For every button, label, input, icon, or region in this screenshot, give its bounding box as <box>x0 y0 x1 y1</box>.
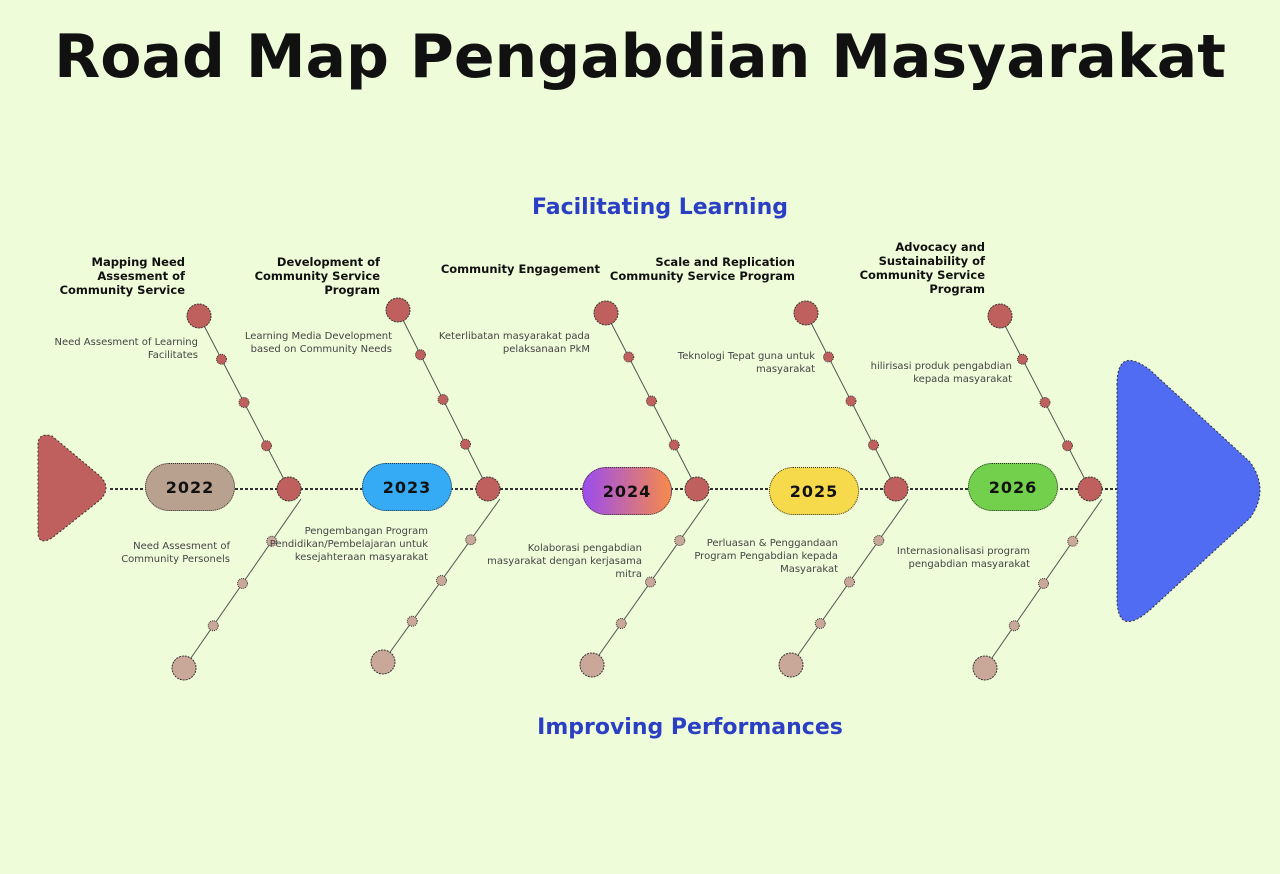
page-title: Road Map Pengabdian Masyarakat <box>54 22 1226 92</box>
lower-bone-dot <box>207 620 219 632</box>
year-pill-2022: 2022 <box>145 463 235 511</box>
lower-bone-dot <box>1008 620 1020 632</box>
upper-bone-dot <box>216 353 227 365</box>
junction-node-circle <box>276 476 302 502</box>
upper-note: Teknologi Tepat guna untuk masyarakat <box>677 351 815 375</box>
upper-node-circle <box>987 303 1013 329</box>
lower-bone-dot <box>1067 535 1079 547</box>
milestone-heading: Mapping Need Assesment of Community Serv… <box>59 255 185 297</box>
lower-note: Perluasan & Penggandaan Program Pengabdi… <box>694 538 838 575</box>
lower-note: Need Assesment of Community Personels <box>121 541 230 565</box>
lower-bone-dot <box>615 618 627 629</box>
lower-node-circle <box>370 649 396 675</box>
upper-bone-dot <box>823 351 834 363</box>
upper-bone-dot <box>845 395 857 407</box>
junction-node-circle <box>1077 476 1103 502</box>
upper-note: Learning Media Development based on Comm… <box>244 331 392 355</box>
milestone-heading: Development of Community Service Program <box>254 255 380 297</box>
upper-bone-dot <box>623 351 635 363</box>
upper-note: Keterlibatan masyarakat pada pelaksanaan… <box>438 331 590 355</box>
upper-bone-dot <box>668 439 680 451</box>
lower-bone-dot <box>674 535 686 546</box>
lower-node-circle <box>171 655 197 681</box>
lower-bone-dot <box>436 575 447 586</box>
upper-bone-dot <box>437 394 449 405</box>
lower-node-circle <box>972 655 998 681</box>
upper-node-circle <box>593 300 619 326</box>
lower-bone-dot <box>406 615 418 627</box>
lower-bone-dot <box>465 534 477 546</box>
lower-bone-dot <box>237 578 248 589</box>
upper-bone-dot <box>868 439 879 451</box>
lower-bone-dot <box>814 618 826 629</box>
milestone-heading: Community Engagement <box>440 262 600 276</box>
upper-node-circle <box>385 297 411 323</box>
upper-node-circle <box>186 303 212 329</box>
lower-node-circle <box>579 652 605 678</box>
year-pill-2023: 2023 <box>362 463 452 511</box>
lower-bone-dot <box>266 535 278 547</box>
upper-note: Need Assesment of Learning Facilitates <box>54 337 199 361</box>
lower-bone-dot <box>1038 578 1049 589</box>
bottom-band-label: Improving Performances <box>537 715 843 740</box>
upper-bone-dot <box>1017 353 1028 365</box>
upper-bone-dot <box>415 349 426 361</box>
milestone-heading: Scale and Replication Community Service … <box>609 255 795 283</box>
year-pill-2024: 2024 <box>582 467 672 515</box>
lower-note: Internasionalisasi program pengabdian ma… <box>896 546 1030 570</box>
lower-bone-dot <box>844 576 855 588</box>
upper-bone-dot <box>261 440 272 452</box>
top-band-label: Facilitating Learning <box>532 195 788 220</box>
upper-bone-dot <box>460 438 471 450</box>
upper-bone-dot <box>238 397 250 408</box>
lower-bone-dot <box>645 576 656 588</box>
junction-node-circle <box>475 476 501 502</box>
year-pill-2025: 2025 <box>769 467 859 515</box>
junction-node-circle <box>684 476 710 502</box>
upper-bone-dot <box>1039 397 1051 408</box>
junction-node-circle <box>883 476 909 502</box>
lower-note: Pengembangan Program Pendidikan/Pembelaj… <box>269 526 428 563</box>
upper-bone-dot <box>646 395 657 407</box>
upper-bone-dot <box>1062 440 1073 452</box>
year-pill-2026: 2026 <box>968 463 1058 511</box>
fish-tail-shape <box>37 434 107 542</box>
lower-note: Kolaborasi pengabdian masyarakat dengan … <box>487 543 642 580</box>
lower-node-circle <box>778 652 804 678</box>
lower-bone-dot <box>873 535 885 546</box>
upper-note: hilirisasi produk pengabdian kepada masy… <box>870 361 1012 385</box>
milestone-heading: Advocacy and Sustainability of Community… <box>859 240 985 296</box>
fish-head-shape <box>1116 360 1261 622</box>
upper-node-circle <box>793 300 819 326</box>
